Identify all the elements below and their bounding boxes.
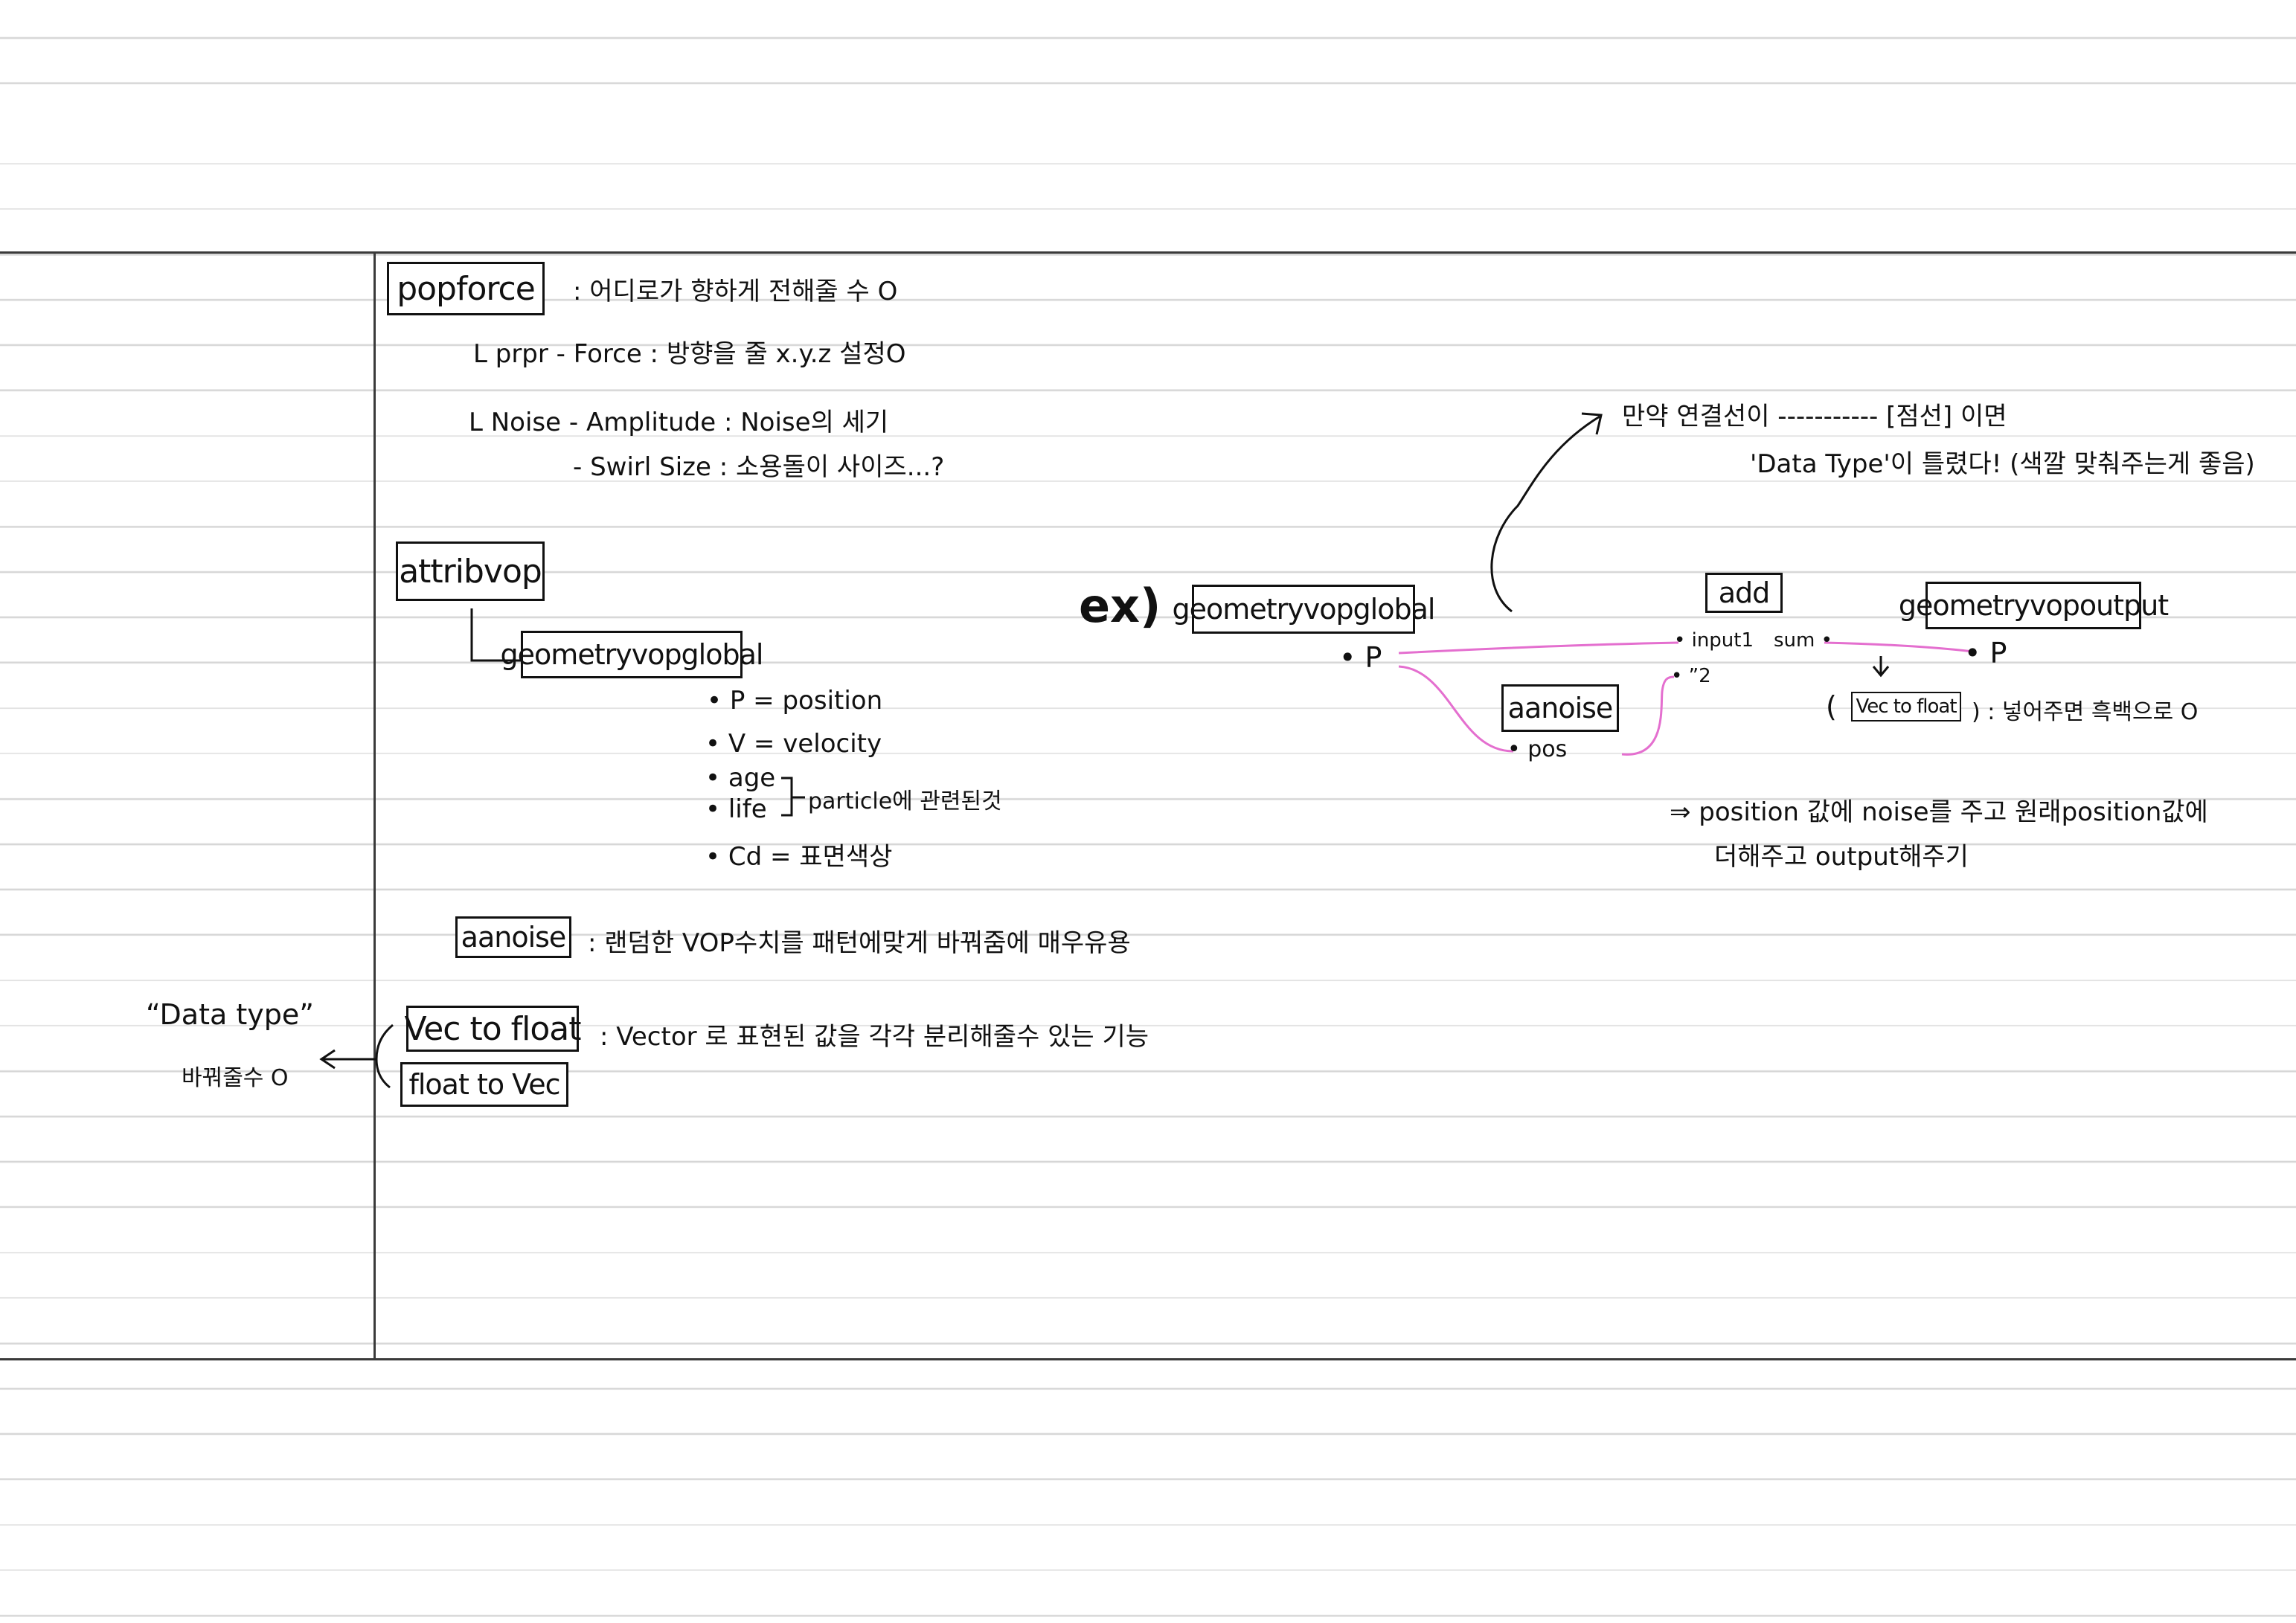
data-type-subtitle: 바꿔줄수 O [182, 1065, 289, 1091]
sum-down-arrow [1872, 656, 1890, 678]
top-border-line [0, 251, 2296, 254]
example-aanoise-box: aanoise [1501, 684, 1619, 732]
attribvop-label: attribvop [399, 552, 542, 591]
example-add-input2: • ”2 [1671, 665, 1711, 687]
age-life-note: particle에 관련된것 [808, 788, 1002, 814]
data-type-arrow [319, 1049, 376, 1070]
attr-life-line: • life [705, 794, 767, 824]
popforce-node-box: popforce [387, 262, 545, 315]
attr-v-line: • V = velocity [705, 729, 882, 759]
vec-to-float-node-box: Vec to float [404, 1006, 582, 1052]
popforce-label: popforce [397, 269, 536, 308]
summary-line-2: 더해주고 output해주기 [1714, 842, 1969, 872]
summary-line-1: ⇒ position 값에 noise를 주고 원래position값에 [1670, 797, 2208, 827]
example-add-input1: • input1 [1674, 629, 1754, 652]
data-type-bracket [375, 1023, 394, 1089]
attribvop-tree-connector [470, 608, 521, 662]
wire-sum-to-output [1824, 641, 1974, 653]
age-life-brace [781, 777, 805, 817]
aanoise-node-box: aanoise [455, 916, 571, 958]
attr-cd-line: • Cd = 표면색상 [705, 842, 893, 872]
attribvop-node-box: attribvop [396, 541, 545, 601]
attr-p-line: • P = position [707, 686, 883, 716]
example-label: ex) [1079, 579, 1161, 633]
aanoise-description: : 랜덤한 VOP수치를 패턴에맞게 바꿔줌에 매우유용 [588, 928, 1131, 958]
attr-age-line: • age [705, 763, 776, 793]
float-to-vec-label: float to Vec [408, 1068, 561, 1101]
aanoise-label: aanoise [461, 921, 567, 954]
example-global-p-port: • P [1339, 641, 1382, 674]
vtf-note-description: ) : 넣어주면 흑백으로 O [1972, 699, 2199, 725]
vec-to-float-description: : Vector 로 표현된 값을 각각 분리해줄수 있는 기능 [600, 1022, 1149, 1052]
wire-p-to-input1 [1398, 641, 1679, 655]
example-geometryvopoutput-box: geometryvopoutput [1899, 582, 2169, 629]
float-to-vec-node-box: float to Vec [400, 1062, 568, 1107]
vec-to-float-label: Vec to float [404, 1009, 582, 1048]
example-add-label: add [1718, 576, 1771, 609]
warning-arrowhead [1581, 412, 1603, 435]
geometryvopglobal-label: geometryvopglobal [500, 638, 764, 671]
popforce-noise-line: L Noise - Amplitude : Noise의 세기 [469, 408, 889, 437]
example-geometryvopoutput-label: geometryvopoutput [1898, 589, 2169, 622]
example-aanoise-label: aanoise [1507, 692, 1614, 724]
popforce-force-line: L prpr - Force : 방향을 줄 x.y.z 설정O [473, 339, 906, 369]
warning-curve-arrow [1490, 415, 1600, 613]
wire-p-to-noise-pos [1398, 665, 1514, 753]
popforce-description: : 어디로가 향하게 전해줄 수 O [573, 277, 898, 306]
example-vec-to-float-label: Vec to float [1856, 695, 1957, 718]
dashed-line-warning-1: 만약 연결선이 ----------- [점선] 이면 [1622, 402, 2007, 431]
margin-line [373, 251, 376, 1360]
wire-noise-to-input2 [1621, 675, 1675, 756]
dashed-line-warning-2: 'Data Type'이 틀렸다! (색깔 맞춰주는게 좋음) [1750, 449, 2255, 479]
data-type-title: “Data type” [146, 998, 314, 1031]
example-vec-to-float-box: Vec to float [1851, 692, 1961, 721]
example-geometryvopglobal-label: geometryvopglobal [1172, 593, 1436, 626]
example-add-sum: sum • [1774, 629, 1832, 652]
example-noise-pos-port: • pos [1507, 736, 1568, 762]
example-geometryvopglobal-box: geometryvopglobal [1173, 585, 1435, 634]
popforce-swirl-line: - Swirl Size : 소용돌이 사이즈...? [573, 452, 945, 482]
example-output-p-port: • P [1964, 637, 2007, 669]
bottom-border-line [0, 1358, 2296, 1360]
vtf-note-open-paren: ( [1826, 690, 1837, 723]
geometryvopglobal-node-box: geometryvopglobal [501, 631, 763, 678]
example-add-box: add [1705, 573, 1783, 613]
